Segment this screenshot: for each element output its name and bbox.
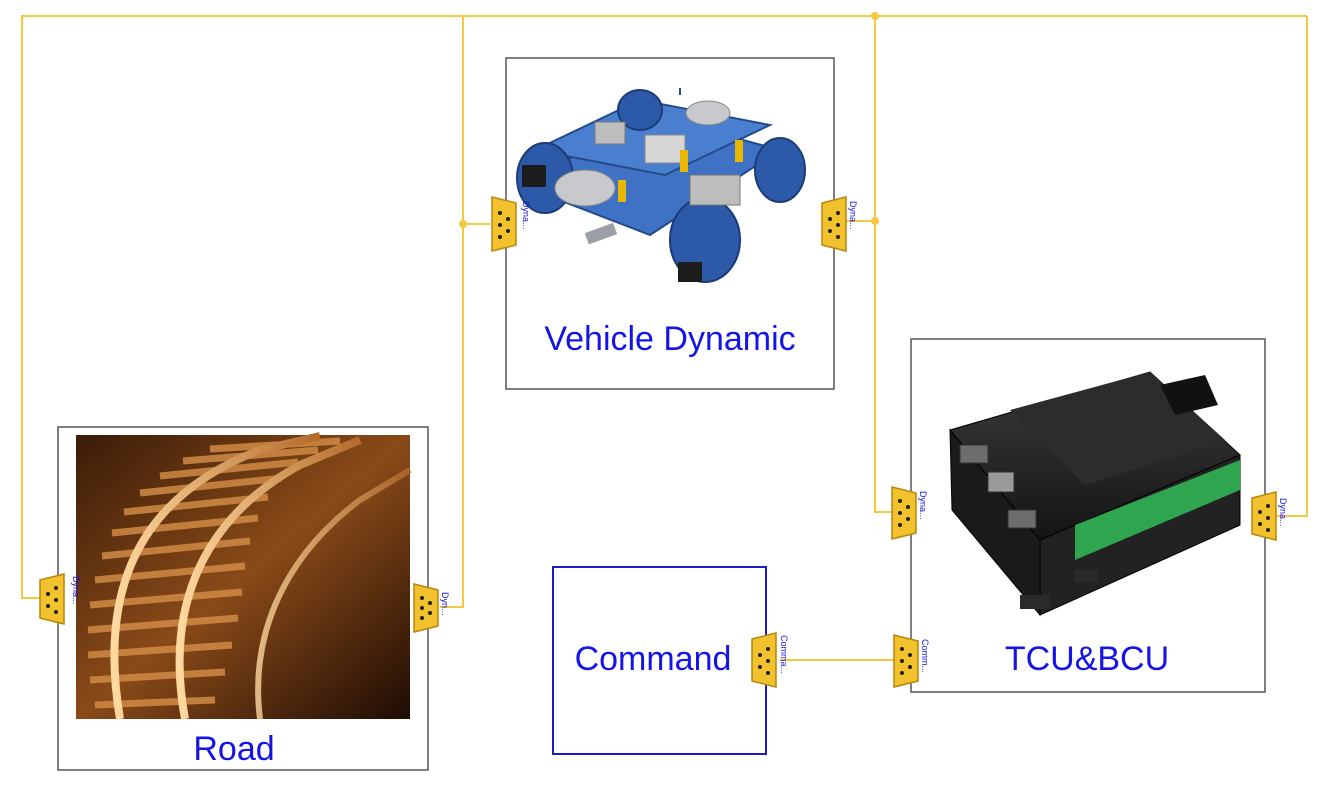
railway-track-image — [76, 432, 412, 720]
vehicle-block-label: Vehicle Dynamic — [544, 320, 795, 358]
junction-dot — [459, 220, 467, 228]
port-road-right[interactable]: Dyn... — [413, 583, 450, 633]
port-tcu-left-label: Dyna... — [918, 491, 928, 520]
port-command-out-label: Comma... — [779, 635, 789, 674]
wire-tcu-left[interactable] — [874, 221, 892, 513]
port-road-right-label: Dyn... — [440, 592, 450, 616]
dsub-connector-icon — [891, 486, 917, 540]
port-road-left-label: Dyna... — [71, 576, 81, 605]
wire-road-left-to-top[interactable] — [21, 15, 875, 599]
port-vehicle-right-label: Dyna... — [848, 201, 858, 230]
wire-road-right[interactable] — [440, 224, 464, 608]
command-block-label: Command — [575, 640, 732, 678]
port-command-out[interactable]: Comma... — [751, 632, 789, 688]
bogie-image — [516, 88, 806, 283]
junction-dot — [871, 12, 879, 20]
command-block-frame — [552, 566, 767, 755]
port-tcu-right[interactable]: Dyna... — [1251, 491, 1288, 541]
dsub-connector-icon — [413, 583, 439, 633]
dsub-connector-icon — [491, 196, 517, 252]
wire-vehicle-left[interactable] — [462, 16, 490, 225]
vehicle-dynamic-block[interactable]: Vehicle Dynamic — [505, 57, 835, 390]
port-tcu-left[interactable]: Dyna... — [891, 486, 928, 540]
tcu-bcu-block[interactable]: TCU&BCU — [910, 338, 1266, 693]
port-vehicle-left[interactable]: Dyna... — [491, 196, 531, 252]
port-tcu-right-label: Dyna... — [1278, 498, 1288, 527]
dsub-connector-icon — [39, 573, 65, 625]
wire-tcu-right[interactable] — [1276, 16, 1308, 517]
dsub-connector-icon — [893, 634, 919, 688]
junction-dot — [871, 217, 879, 225]
port-road-left[interactable]: Dyna... — [39, 573, 81, 625]
dsub-connector-icon — [751, 632, 777, 688]
command-block[interactable]: Command — [552, 566, 767, 755]
dsub-connector-icon — [821, 196, 847, 252]
port-vehicle-right[interactable]: Dyna... — [821, 196, 858, 252]
port-tcu-comm[interactable]: Comm... — [893, 634, 930, 688]
road-block[interactable]: Road — [57, 426, 429, 771]
road-block-label: Road — [193, 730, 274, 768]
plc-controller-image — [949, 371, 1241, 617]
port-tcu-comm-label: Comm... — [920, 639, 930, 673]
dsub-connector-icon — [1251, 491, 1277, 541]
tcu-block-label: TCU&BCU — [1005, 640, 1169, 678]
wire-vehicle-right[interactable] — [846, 16, 876, 222]
wire-junctions — [459, 12, 879, 228]
port-vehicle-left-label: Dyna... — [521, 201, 531, 230]
